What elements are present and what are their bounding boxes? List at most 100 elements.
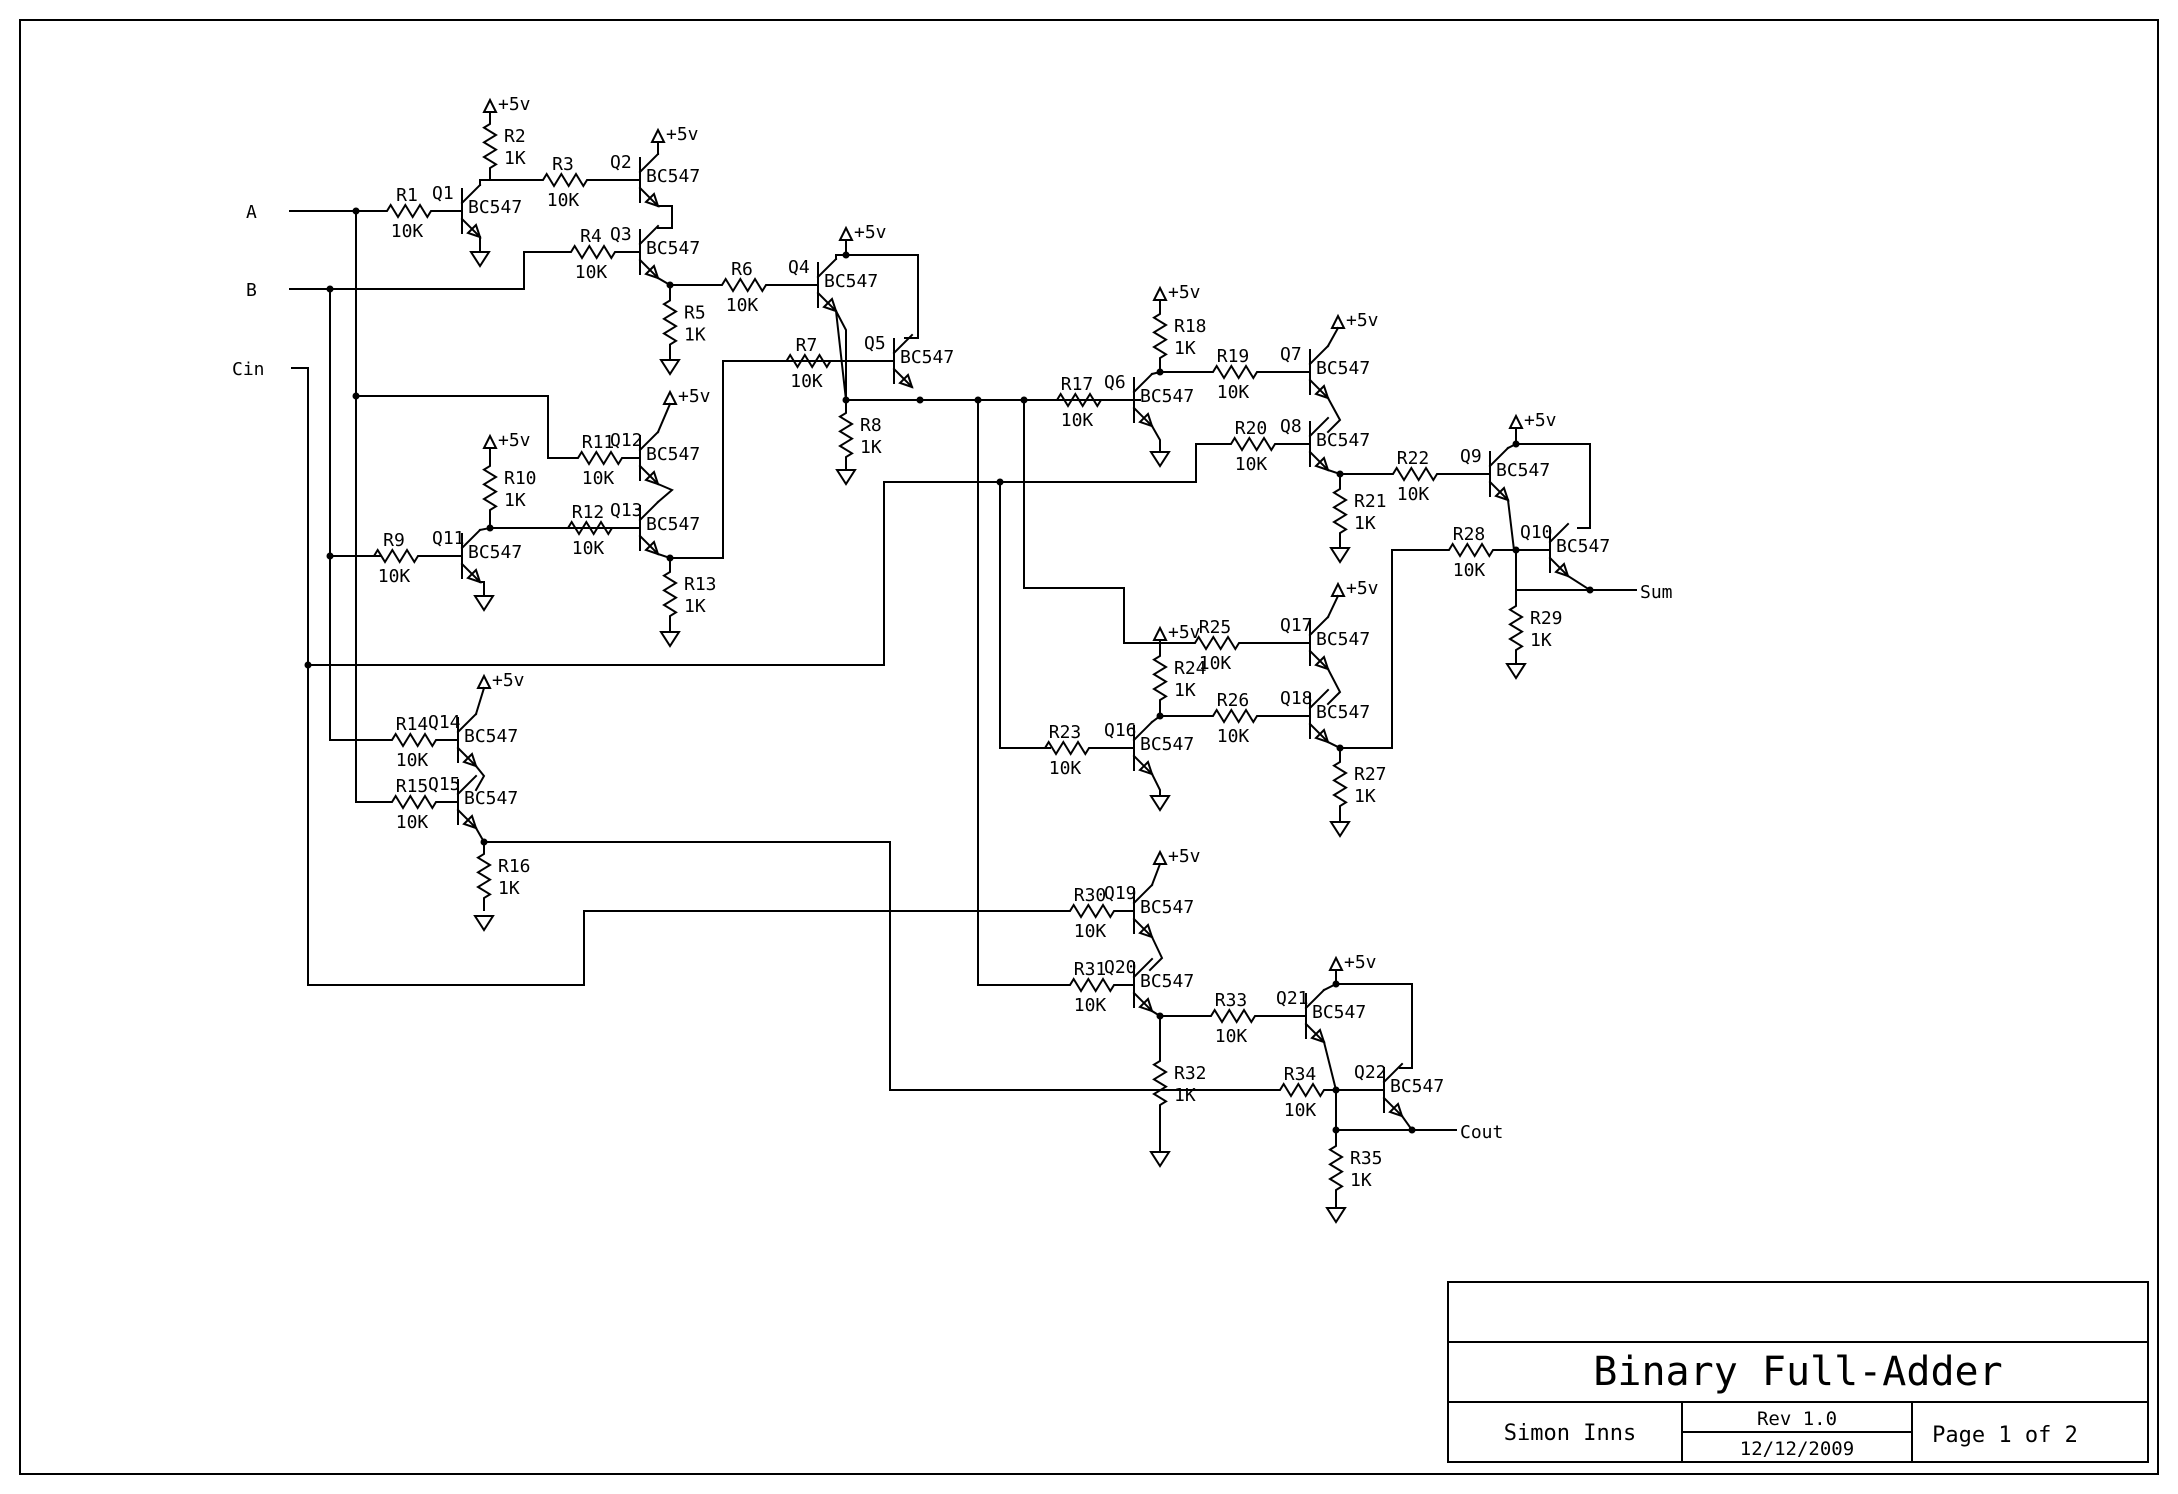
resistor-ref: R8 [860,415,882,436]
transistor-ref: Q6 [1104,372,1126,393]
supply-symbol [1152,285,1168,301]
wire [479,581,485,597]
resistor-ref: R25 [1199,617,1232,638]
transistor-part: BC547 [1312,1002,1366,1023]
input-cin-label: Cin [232,359,265,380]
wire [1566,574,1592,592]
wire [656,402,672,434]
transistor-q1 [460,183,482,239]
wire [1326,326,1340,348]
transistor-ref: Q12 [610,430,643,451]
resistor-value: 10K [547,190,580,211]
resistor-r6 [669,277,819,293]
wire [834,309,847,401]
resistor-r3 [489,172,641,188]
resistor-r26 [1159,708,1311,724]
supply-symbol [1152,625,1168,641]
transistor-part: BC547 [646,238,700,259]
resistor-value: 1K [1174,338,1196,359]
supply-label: +5v [498,94,531,115]
resistor-r21 [1332,473,1348,549]
supply-label: +5v [666,124,699,145]
supply-label: +5v [1344,952,1377,973]
resistor-ref: R13 [684,574,717,595]
resistor-ref: R7 [796,335,818,356]
supply-label: +5v [1168,622,1201,643]
transistor-ref: Q10 [1520,522,1553,543]
resistor-r30 [1049,903,1135,919]
transistor-ref: Q21 [1276,988,1309,1009]
transistor-part: BC547 [1496,460,1550,481]
supply-symbol [838,225,854,241]
resistor-r7 [722,353,895,369]
resistor-ref: R33 [1215,990,1248,1011]
resistor-ref: R3 [552,154,574,175]
junction-dot [352,392,360,400]
ground-symbol [1329,547,1351,564]
resistor-r17 [1023,392,1135,408]
ground-symbol [835,469,857,486]
transistor-ref: Q3 [610,224,632,245]
transistor-q14 [456,712,478,768]
resistor-ref: R4 [580,226,602,247]
resistor-value: 10K [790,371,823,392]
resistor-value: 10K [1217,382,1250,403]
wire [1339,549,1393,749]
resistor-r28 [1391,542,1551,558]
resistor-r10 [482,447,498,529]
transistor-ref: Q17 [1280,615,1313,636]
resistor-ref: R35 [1350,1148,1383,1169]
resistor-value: 10K [1453,560,1486,581]
label-layer: ABCinR110KQ1BC547R21K+5vR310KQ2BC547+5vR… [232,94,1673,1191]
transistor-ref: Q20 [1104,957,1137,978]
supply-symbol [482,433,498,449]
wire [669,401,724,559]
transistor-ref: Q19 [1104,883,1137,904]
ground-symbol [1325,1207,1347,1224]
a-bus [355,210,371,803]
resistor-ref: R34 [1284,1064,1317,1085]
transistor-ref: Q14 [428,712,461,733]
resistor-value: 10K [575,262,608,283]
transistor-part: BC547 [824,271,878,292]
junction-dot [1512,440,1520,448]
wire [1506,498,1516,552]
resistor-value: 1K [684,325,706,346]
transistor-q15 [456,774,478,830]
wire [1148,935,1164,972]
wire [1326,594,1340,619]
transistor-part: BC547 [1556,536,1610,557]
transistor-part: BC547 [1316,702,1370,723]
transistor-q8 [1308,416,1330,472]
ground-symbol [1505,663,1527,680]
transistor-ref: Q8 [1280,416,1302,437]
author-name: Simon Inns [1504,1421,1636,1446]
xor1-down [977,399,1051,986]
resistor-ref: R26 [1217,690,1250,711]
resistor-value: 10K [391,221,424,242]
resistor-value: 1K [684,596,706,617]
transistor-q12 [638,430,660,486]
revision-label: Rev 1.0 [1757,1408,1837,1430]
resistor-value: 10K [1049,758,1082,779]
resistor-value: 10K [1061,410,1094,431]
wire [1150,424,1161,453]
transistor-ref: Q5 [864,333,886,354]
transistor-q10 [1548,522,1570,578]
resistor-value: 10K [1215,1026,1248,1047]
resistor-ref: R17 [1061,374,1094,395]
wire [483,841,1221,1091]
b-bus [329,288,371,741]
resistor-ref: R21 [1354,491,1387,512]
resistor-value: 1K [1174,1085,1196,1106]
supply-symbol [482,97,498,113]
transistor-q7 [1308,344,1330,400]
transistor-q4 [816,257,838,313]
transistor-q17 [1308,615,1330,671]
resistor-r20 [1195,436,1311,452]
resistor-r13 [662,557,678,631]
transistor-q18 [1308,688,1330,744]
transistor-ref: Q2 [610,152,632,173]
output-cout-label: Cout [1460,1122,1503,1143]
transistor-ref: Q13 [610,500,643,521]
